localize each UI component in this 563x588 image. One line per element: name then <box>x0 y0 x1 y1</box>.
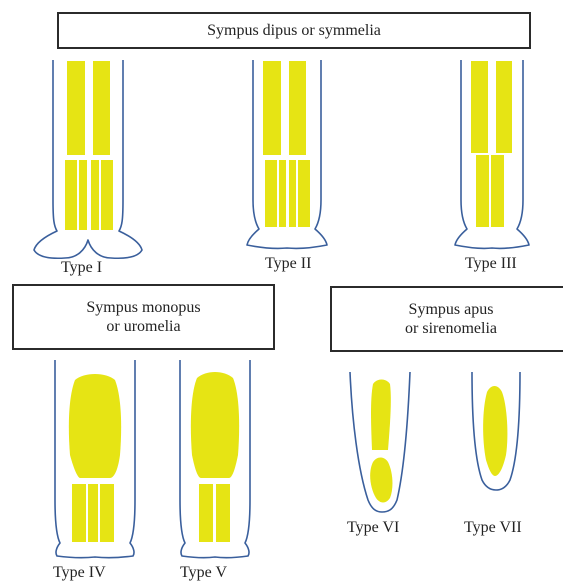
type-7-label: Type VII <box>464 519 522 537</box>
type-1-outline <box>34 60 142 258</box>
type-5-leg-bone-2 <box>216 484 230 542</box>
type-5-label: Type V <box>180 564 227 582</box>
type-6-upper-bone <box>371 380 391 451</box>
type-3-femur-left <box>471 61 488 153</box>
type-6-label: Type VI <box>347 519 399 537</box>
type-5-limb <box>180 360 250 558</box>
type-6-limb <box>350 372 410 512</box>
type-3-label: Type III <box>465 255 517 273</box>
type-1-label: Type I <box>61 259 102 277</box>
type-2-label: Type II <box>265 255 311 273</box>
type-3-limb <box>455 60 529 248</box>
type-2-leg-bone-3 <box>289 160 296 227</box>
type-5-femur <box>191 372 239 478</box>
type-3-leg-bone-1 <box>476 155 489 227</box>
type-5-leg-bone-1 <box>199 484 213 542</box>
type-3-femur-right <box>496 61 512 153</box>
type-1-leg-bone-4 <box>101 160 113 230</box>
type-2-outline <box>247 60 327 248</box>
type-6-lower-bone <box>370 458 392 503</box>
type-2-limb <box>247 60 327 248</box>
type-4-leg-bone-1 <box>72 484 86 542</box>
type-2-femur-left <box>263 61 281 155</box>
type-2-leg-bone-1 <box>265 160 277 227</box>
type-1-femur-left <box>67 61 85 155</box>
type-1-leg-bone-1 <box>65 160 77 230</box>
type-2-leg-bone-4 <box>298 160 310 227</box>
type-7-limb <box>472 372 520 490</box>
type-1-limb <box>34 60 142 258</box>
type-1-leg-bone-2 <box>79 160 87 230</box>
type-7-bone <box>483 386 507 476</box>
type-1-leg-bone-3 <box>91 160 99 230</box>
type-3-leg-bone-2 <box>491 155 504 227</box>
type-1-femur-right <box>93 61 110 155</box>
type-4-femur <box>69 374 121 478</box>
type-4-limb <box>55 360 135 558</box>
type-4-label: Type IV <box>53 564 106 582</box>
type-2-femur-right <box>289 61 306 155</box>
type-4-leg-bone-2 <box>88 484 98 542</box>
type-2-leg-bone-2 <box>279 160 286 227</box>
type-4-leg-bone-3 <box>100 484 114 542</box>
